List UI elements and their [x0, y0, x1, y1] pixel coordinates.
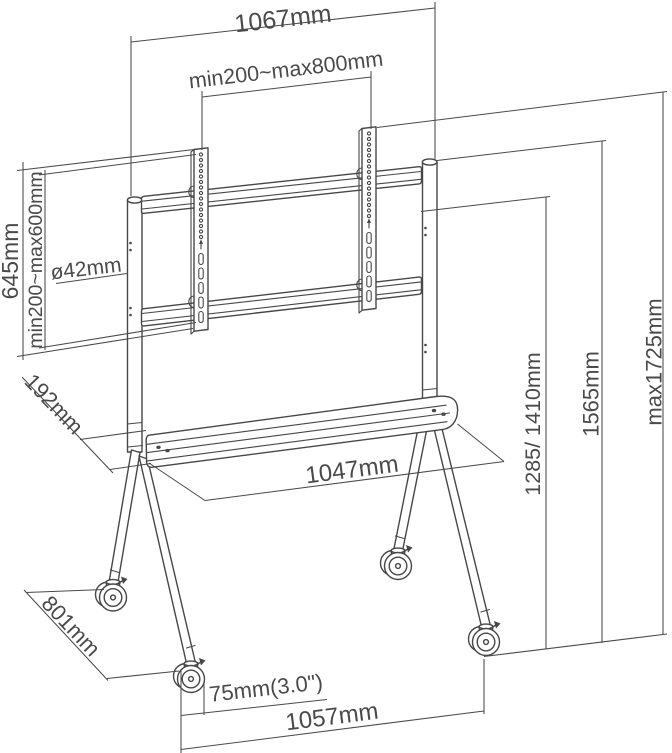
- cross-rails: [140, 165, 423, 327]
- caster-front-right: [467, 621, 501, 657]
- dim-frame-height-lines: [436, 139, 607, 643]
- dim-bracket-height-label: 645mm: [0, 223, 23, 300]
- dim-vesa-height-label: min200~max600mm: [25, 171, 47, 348]
- dim-base-depth-label: 801mm: [37, 591, 106, 661]
- brake-lever-icon: [406, 545, 413, 553]
- dim-vesa-height-lines: [38, 153, 197, 350]
- left-pole: [126, 199, 143, 453]
- dim-max-height-lines: [376, 90, 668, 635]
- dim-shelf-length-lines: [148, 423, 505, 502]
- left-pole-cap: [126, 196, 143, 204]
- dim-shelf-length-label: 1047mm: [304, 451, 400, 490]
- vesa-bracket-left: [188, 147, 209, 335]
- floor-reference-line: [483, 633, 668, 658]
- dimension-lines: [16, 2, 668, 753]
- leg-back-right: [393, 415, 430, 552]
- dimension-labels: 1067mm min200~max800mm 645mm min200~max6…: [0, 0, 667, 736]
- dim-bracket-height-lines: [16, 148, 195, 360]
- shelf-body: [145, 395, 459, 468]
- caster-back-right: [379, 545, 413, 581]
- dim-base-width-label: 1057mm: [284, 698, 380, 737]
- leg-back-left: [108, 449, 141, 586]
- dim-top-width-lines: [130, 2, 436, 196]
- casters: [94, 545, 501, 694]
- leg-front-right: [430, 417, 492, 630]
- dim-vesa-width-lines: [201, 71, 372, 150]
- leg-front-left: [138, 455, 197, 667]
- dim-rail-height-label: 1285/ 1410mm: [521, 352, 545, 495]
- lower-rail: [140, 276, 423, 327]
- dim-shelf-depth-label: 192mm: [20, 369, 89, 439]
- dim-vesa-width-label: min200~max800mm: [188, 47, 385, 94]
- right-pole-cap: [421, 158, 438, 166]
- right-pole: [421, 161, 438, 419]
- dim-base-width-lines: [180, 659, 485, 751]
- caster-back-left: [94, 576, 128, 612]
- caster-front-left: [172, 658, 206, 694]
- upper-rail: [140, 165, 423, 215]
- brake-lever-icon: [121, 576, 128, 584]
- shelf: [145, 395, 459, 468]
- brake-lever-icon: [494, 621, 501, 629]
- dim-base-depth-lines: [23, 588, 180, 681]
- dim-pole-diameter-label: ø42mm: [49, 254, 122, 285]
- dim-shelf-depth-lines: [21, 376, 152, 474]
- brake-lever-icon: [199, 658, 206, 666]
- dim-rail-height-lines: [420, 195, 551, 649]
- dim-max-height-label: max1725mm: [642, 298, 667, 425]
- dim-top-width-label: 1067mm: [233, 0, 333, 38]
- dim-pole-diameter-leader: [55, 272, 128, 285]
- dim-frame-height-label: 1565mm: [579, 351, 604, 437]
- dim-caster-lines: [180, 669, 328, 753]
